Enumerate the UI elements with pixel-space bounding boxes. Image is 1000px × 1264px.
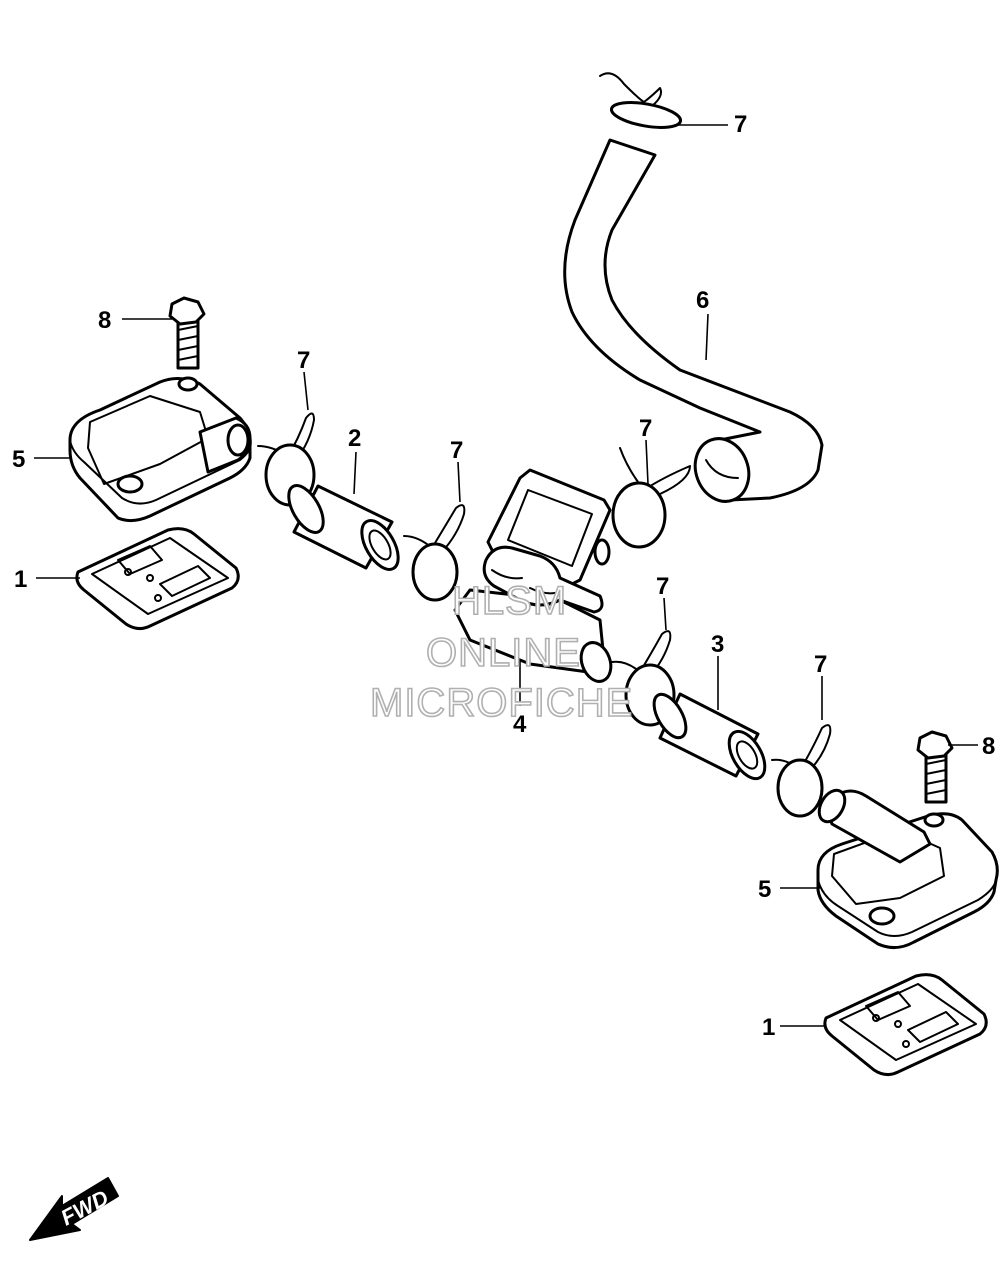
callout-7-midleft: 7 bbox=[450, 437, 463, 464]
callout-5-left: 5 bbox=[12, 446, 25, 473]
cover-5-right bbox=[816, 788, 999, 949]
callout-1-right: 1 bbox=[762, 1014, 775, 1041]
callout-1-left: 1 bbox=[14, 566, 27, 593]
watermark-line-3: MICROFICHE bbox=[370, 681, 633, 725]
hose-2 bbox=[287, 484, 400, 571]
clamp-7-lowright bbox=[771, 724, 832, 818]
bolt-8-left bbox=[168, 296, 206, 370]
gasket-1-right bbox=[823, 973, 988, 1077]
fwd-arrow-icon: FWD bbox=[29, 1177, 119, 1241]
hose-6 bbox=[563, 138, 824, 503]
callout-7-top: 7 bbox=[734, 111, 747, 138]
callout-8-left: 8 bbox=[98, 307, 111, 334]
callout-7-left: 7 bbox=[297, 347, 310, 374]
callout-7-lowmid: 7 bbox=[656, 573, 669, 600]
leader-lines bbox=[34, 124, 978, 1027]
clamp-7-midleft bbox=[403, 504, 466, 602]
callout-5-right: 5 bbox=[758, 876, 771, 903]
callout-3: 3 bbox=[711, 631, 724, 658]
valve-4 bbox=[453, 468, 613, 683]
callout-8-right: 8 bbox=[982, 733, 995, 760]
watermark: HLSM ONLINE MICROFICHE bbox=[369, 578, 633, 726]
clamp-7-midright bbox=[611, 447, 691, 549]
bolt-8-right bbox=[916, 730, 954, 804]
clamp-7-top bbox=[599, 72, 683, 129]
watermark-line-2: ONLINE bbox=[426, 631, 581, 675]
callout-7-midright: 7 bbox=[639, 415, 652, 442]
callout-6: 6 bbox=[696, 287, 709, 314]
callout-2: 2 bbox=[348, 425, 361, 452]
watermark-line-1: HLSM bbox=[452, 579, 567, 623]
hose-3 bbox=[652, 692, 767, 781]
gasket-1-left bbox=[75, 527, 240, 631]
callout-4: 4 bbox=[513, 711, 527, 738]
callout-7-lowright: 7 bbox=[814, 651, 827, 678]
cover-5-left bbox=[68, 376, 252, 523]
